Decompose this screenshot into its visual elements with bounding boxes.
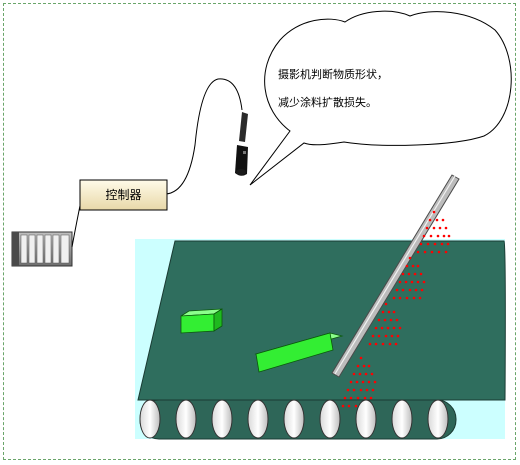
callout-text: 摄影机判断物质形状， 减少涂料扩散损失。 [278, 54, 508, 110]
camera-icon [230, 110, 252, 180]
callout-line-2: 减少涂料扩散损失。 [278, 96, 377, 109]
long-green-block [254, 332, 344, 373]
spray-bar [331, 174, 460, 378]
controller-label: 控制器 [105, 188, 142, 202]
camera-cable [165, 78, 243, 195]
conveyor-belt [137, 240, 506, 401]
plc-module-icon [11, 231, 73, 267]
callout-line-1: 摄影机判断物质形状， [278, 68, 388, 81]
conveyor-rollers [139, 399, 457, 440]
small-green-block [180, 308, 223, 334]
spray-pattern [341, 210, 451, 408]
diagram-frame [3, 3, 516, 460]
callout-bubble [249, 10, 512, 186]
controller-box [79, 179, 168, 211]
